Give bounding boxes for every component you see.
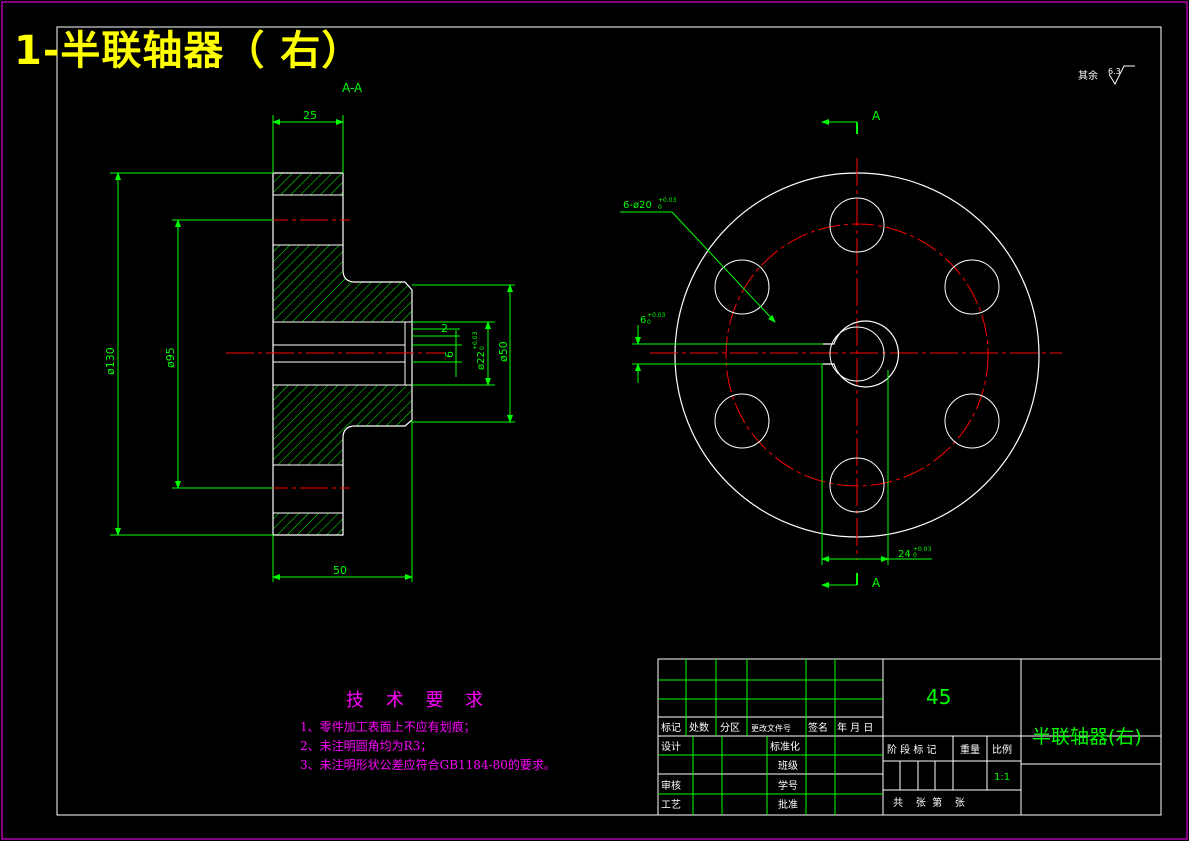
dim-key-height-tol-low: 0 xyxy=(913,552,917,559)
material-value: 45 xyxy=(926,685,951,709)
dim-key-width-tol: +0.03 xyxy=(647,312,666,319)
dim-dia-bore-value: ø22 xyxy=(476,351,487,370)
dim-holes-tol: +0.03 xyxy=(658,197,677,204)
bolt-hole xyxy=(944,259,1000,315)
cut-label-bottom: A xyxy=(872,576,881,590)
bolt-hole xyxy=(944,393,1000,449)
hatch-region xyxy=(273,245,412,322)
bore-inner xyxy=(829,326,885,382)
header-zone: 分区 xyxy=(720,722,740,734)
row-process: 工艺 xyxy=(661,799,681,811)
dim-width-top: 25 xyxy=(303,109,317,122)
title-block-text: 45 半联轴器(右) 1:1 标记 处数 分区 更改文件号 签名 年 月 日 设… xyxy=(661,685,1142,811)
header-date: 年 月 日 xyxy=(837,721,873,734)
roughness-note: 其余 xyxy=(1078,69,1098,82)
roughness-value: 6.3 xyxy=(1108,67,1121,76)
cut-label-top: A xyxy=(872,109,881,123)
inner-frame xyxy=(56,26,1162,816)
row-review: 审核 xyxy=(661,779,681,792)
dim-bore-tol: +0.03 xyxy=(472,331,479,350)
tech-requirement-item: 3、未注明形状公差应符合GB1184-80的要求。 xyxy=(300,758,556,772)
bolt-hole xyxy=(714,259,770,315)
tech-requirements: 技 术 要 求 1、零件加工表面上不应有划痕； 2、未注明圆角均为R3； 3、未… xyxy=(300,686,556,775)
row-class: 班级 xyxy=(778,760,798,772)
dim-dia-outer: ø130 xyxy=(104,347,117,375)
row-standardize: 标准化 xyxy=(770,740,800,753)
dim-bore-tol-low: 0 xyxy=(479,346,486,350)
leader-line xyxy=(671,211,776,323)
header-count: 处数 xyxy=(689,721,709,734)
header-change-doc: 更改文件号 xyxy=(751,723,791,733)
hatch-region xyxy=(273,385,412,465)
row-approve: 批准 xyxy=(778,798,798,811)
roughness-check-icon xyxy=(1108,65,1135,86)
dim-key-height-tol: +0.03 xyxy=(913,546,932,553)
hatch-region xyxy=(273,173,343,195)
tech-requirements-heading: 技 术 要 求 xyxy=(346,690,492,711)
bolt-hole xyxy=(829,457,885,513)
scale-label: 比例 xyxy=(992,743,1012,756)
title-block xyxy=(657,658,1162,816)
section-outline xyxy=(272,172,413,536)
sheet-info: 共 张 第 张 xyxy=(893,796,965,809)
dim-key-depth: 6 xyxy=(443,351,456,358)
dim-dia-bore: ø22 xyxy=(476,351,487,370)
dim-key-width-tol-low: 0 xyxy=(647,319,651,326)
hatch-region xyxy=(273,513,343,535)
bolt-hole xyxy=(829,197,885,253)
sheet-title: 1-半联轴器（ 右） xyxy=(14,28,363,74)
bore-keyway xyxy=(823,320,900,388)
end-view: A A 6-ø20 +0.03 0 6 +0.03 0 24 +0.03 0 xyxy=(620,109,1062,590)
dim-chamfer: 2 xyxy=(441,322,448,335)
dim-key-width: 6 xyxy=(640,315,646,326)
dim-holes-tol-low: 0 xyxy=(658,204,662,211)
dim-holes: 6-ø20 xyxy=(623,200,652,211)
section-view: A-A 25 50 ø130 xyxy=(104,81,515,582)
weight-label: 重量 xyxy=(960,743,980,756)
header-sign: 签名 xyxy=(808,721,828,734)
dim-dia-hub: ø50 xyxy=(497,341,510,362)
dim-width-bottom: 50 xyxy=(333,564,347,577)
scale-value: 1:1 xyxy=(994,772,1010,783)
roughness-symbol: 其余 6.3 xyxy=(1078,65,1135,86)
bolt-hole xyxy=(714,393,770,449)
tech-requirement-item: 2、未注明圆角均为R3； xyxy=(300,739,433,753)
header-mark: 标记 xyxy=(661,722,681,734)
dim-key-height: 24 xyxy=(898,549,911,560)
row-design: 设计 xyxy=(661,740,681,753)
dim-dia-bolt-circle: ø95 xyxy=(164,347,177,368)
part-name: 半联轴器(右) xyxy=(1032,726,1142,748)
stage-label: 阶 段 标 记 xyxy=(887,743,937,756)
row-student-id: 学号 xyxy=(778,779,798,792)
tech-requirement-item: 1、零件加工表面上不应有划痕； xyxy=(300,720,476,734)
section-label: A-A xyxy=(342,81,363,95)
